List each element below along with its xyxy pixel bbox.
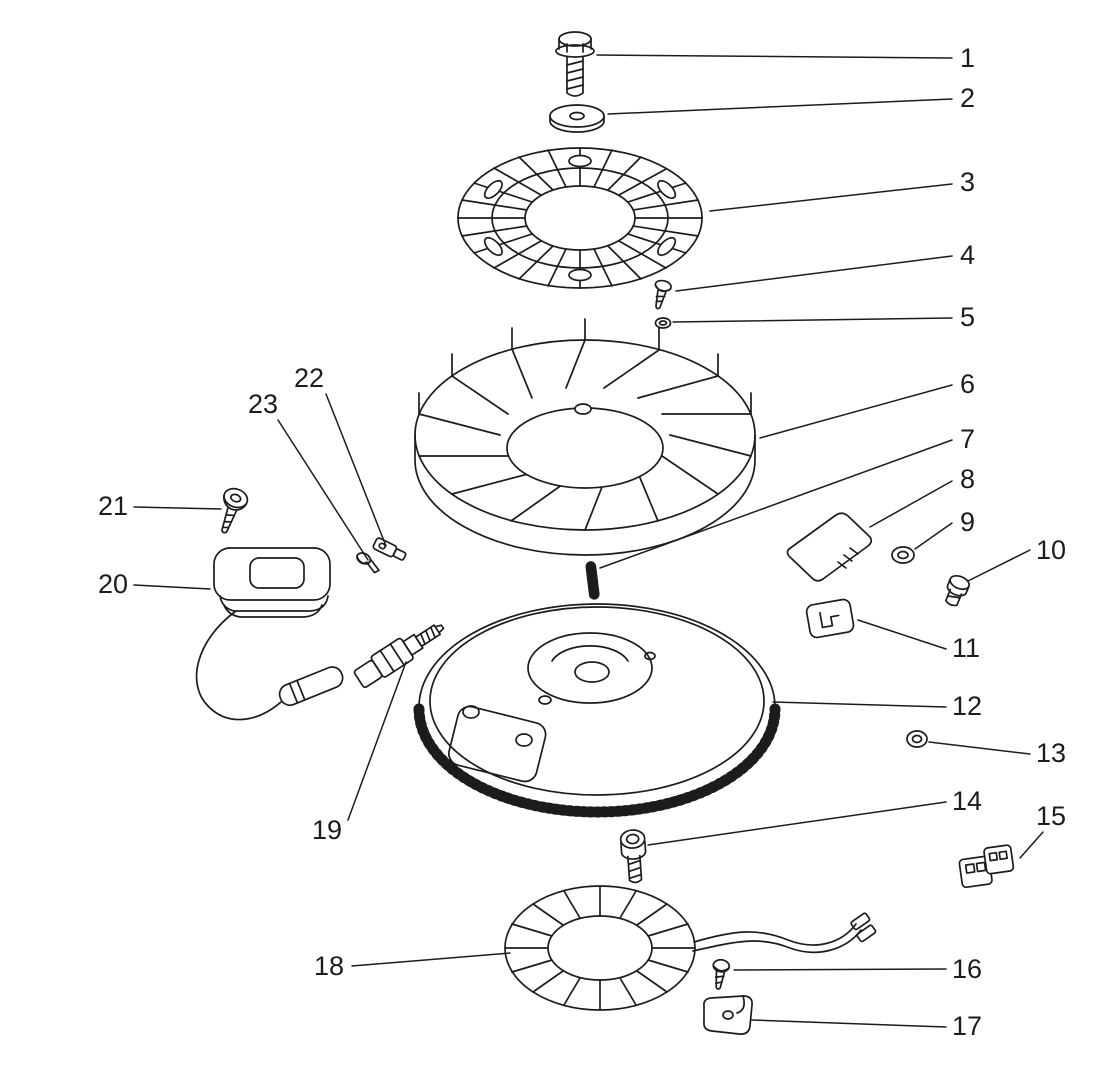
callout-label-13: 13 xyxy=(1036,738,1066,768)
terminal-clip xyxy=(805,598,855,639)
hex-nut xyxy=(891,546,915,564)
leader-line-20 xyxy=(133,584,211,590)
clamp-screw xyxy=(712,958,731,990)
spade-terminal xyxy=(372,537,407,561)
leader-line-9 xyxy=(914,522,953,550)
ignition-coil xyxy=(213,547,331,618)
ring-gear-teeth xyxy=(413,703,781,818)
leader-line-19 xyxy=(347,661,407,821)
spark-plug-wire xyxy=(195,610,282,721)
leader-line-2 xyxy=(607,98,953,115)
callout-label-10: 10 xyxy=(1036,535,1066,565)
leader-line-17 xyxy=(751,1019,947,1028)
callout-label-17: 17 xyxy=(952,1011,982,1041)
hex-bolt xyxy=(944,574,971,607)
flywheel-key xyxy=(585,561,600,600)
leader-line-15 xyxy=(1019,831,1044,859)
callout-label-2: 2 xyxy=(960,83,975,113)
callout-label-4: 4 xyxy=(960,240,975,270)
callout-label-23: 23 xyxy=(248,389,278,419)
flywheel xyxy=(413,603,781,818)
callout-labels: 1 2 3 4 5 6 7 8 9 10 11 12 13 14 15 16 1… xyxy=(98,43,1066,1041)
leader-line-23 xyxy=(277,419,369,561)
leader-line-4 xyxy=(675,255,953,292)
flat-washer xyxy=(549,104,605,133)
callout-label-12: 12 xyxy=(952,691,982,721)
flywheel-magnet xyxy=(448,705,547,783)
callout-label-21: 21 xyxy=(98,491,128,521)
cable-clamp xyxy=(703,995,753,1035)
leader-line-10 xyxy=(967,549,1031,582)
cooling-fan xyxy=(414,318,756,556)
leader-line-7 xyxy=(599,439,953,569)
callout-label-8: 8 xyxy=(960,464,975,494)
leader-line-14 xyxy=(647,801,947,846)
stator-coils xyxy=(504,885,696,1011)
screen-nut xyxy=(654,317,672,329)
callout-label-7: 7 xyxy=(960,424,975,454)
leader-line-16 xyxy=(733,968,947,971)
leader-line-13 xyxy=(928,741,1031,755)
wire-connector xyxy=(958,844,1015,889)
ignition-module xyxy=(786,512,873,582)
fan-blades xyxy=(418,339,752,531)
lead-terminal-1 xyxy=(850,912,871,931)
callout-label-19: 19 xyxy=(312,815,342,845)
leader-line-12 xyxy=(772,701,947,708)
leader-line-6 xyxy=(759,384,953,439)
fan-fins xyxy=(418,318,752,415)
debris-screen xyxy=(457,147,703,289)
callout-label-16: 16 xyxy=(952,954,982,984)
coil-screw xyxy=(221,487,249,534)
stator-lead-wire-2 xyxy=(692,929,862,954)
leader-line-11 xyxy=(857,619,947,650)
callout-label-20: 20 xyxy=(98,569,128,599)
spark-plug-boot xyxy=(278,666,344,707)
callout-label-18: 18 xyxy=(314,951,344,981)
stator xyxy=(504,885,877,1011)
small-washer xyxy=(906,730,928,748)
leader-line-3 xyxy=(709,183,953,212)
leader-line-5 xyxy=(672,317,953,323)
screen-screw xyxy=(654,279,672,310)
leader-lines xyxy=(133,54,1044,1028)
callout-label-22: 22 xyxy=(294,363,324,393)
leader-line-21 xyxy=(133,506,222,510)
callout-label-6: 6 xyxy=(960,369,975,399)
callout-label-11: 11 xyxy=(952,633,980,663)
stator-lead-wire-1 xyxy=(693,923,857,946)
callout-label-1: 1 xyxy=(960,43,975,73)
callout-label-15: 15 xyxy=(1036,801,1066,831)
leader-line-1 xyxy=(596,54,953,59)
callout-label-9: 9 xyxy=(960,507,975,537)
callout-label-5: 5 xyxy=(960,302,975,332)
leader-line-22 xyxy=(325,393,387,547)
leader-line-18 xyxy=(351,952,511,967)
sensor-switch xyxy=(353,624,445,689)
terminal-screw xyxy=(356,552,380,574)
diagram-ink xyxy=(133,31,1044,1035)
flywheel-bolt xyxy=(619,829,647,884)
leader-line-8 xyxy=(869,480,953,528)
lead-terminal-2 xyxy=(856,924,877,943)
callout-label-14: 14 xyxy=(952,786,982,816)
flange-bolt xyxy=(555,31,595,97)
callout-label-3: 3 xyxy=(960,167,975,197)
